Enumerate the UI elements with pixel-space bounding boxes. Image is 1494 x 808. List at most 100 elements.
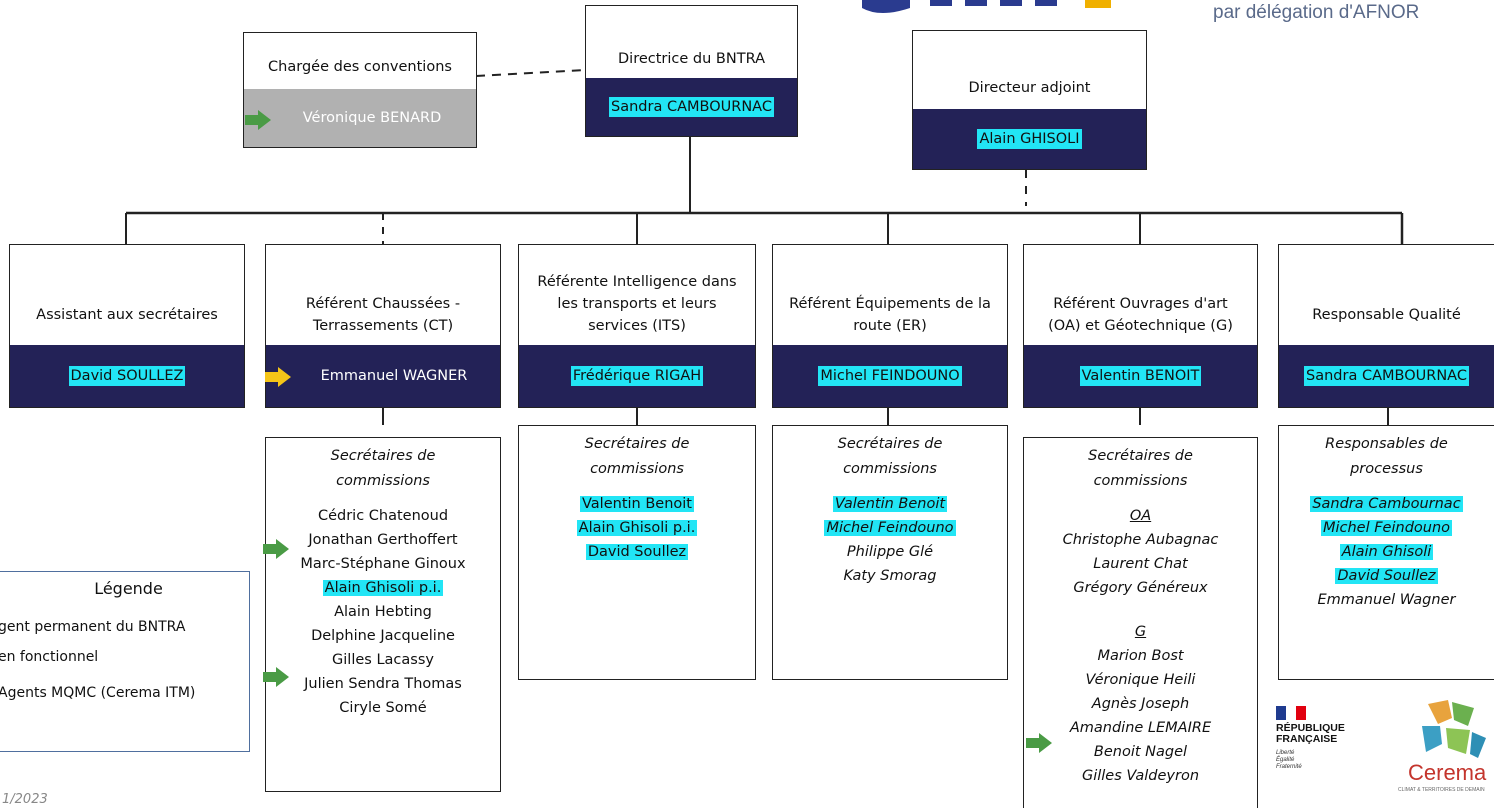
unit-name-bar: Frédérique RIGAH xyxy=(519,345,755,407)
deputy-name: Alain GHISOLI xyxy=(977,129,1082,149)
conventions-title: Chargée des conventions xyxy=(268,59,452,75)
list-item: Alain Ghisoli p.i. xyxy=(576,520,698,536)
unit-name-bar: Emmanuel WAGNER xyxy=(266,345,500,407)
list-item: Alain Ghisoli p.i. xyxy=(266,576,500,600)
unit-name: Valentin BENOIT xyxy=(1079,366,1202,386)
conventions-name-bar: Véronique BENARD xyxy=(244,89,476,147)
date-label: 1/2023 xyxy=(2,792,48,807)
unit-name-bar: David SOULLEZ xyxy=(10,345,244,407)
deputy-title: Directeur adjoint xyxy=(968,80,1091,96)
unit-box-assistant: Assistant aux secrétaires David SOULLEZ xyxy=(9,244,245,408)
unit-box-ct: Référent Chaussées - Terrassements (CT) … xyxy=(265,244,501,408)
list-item: Delphine Jacqueline xyxy=(311,628,455,644)
conventions-box: Chargée des conventions Véronique BENARD xyxy=(243,32,477,148)
list-item: Michel Feindouno xyxy=(1320,520,1453,536)
list-item: Christophe Aubagnac xyxy=(1062,532,1219,548)
list-item: David Soullez xyxy=(585,544,689,560)
list-item: Gilles Valdeyron xyxy=(1081,768,1200,784)
unit-name-bar: Valentin BENOIT xyxy=(1024,345,1257,407)
director-box: Directrice du BNTRA Sandra CAMBOURNAC xyxy=(585,5,798,137)
bntra-logo xyxy=(862,0,1111,13)
unit-name: Frédérique RIGAH xyxy=(570,366,704,386)
list-item: Valentin Benoit xyxy=(832,496,948,512)
unit-box-oa: Référent Ouvrages d'art (OA) et Géotechn… xyxy=(1023,244,1258,408)
afnor-delegation-text: par délégation d'AFNOR xyxy=(1213,2,1420,23)
list-item: Marion Bost xyxy=(1097,648,1184,664)
list-item: Cédric Chatenoud xyxy=(317,508,449,524)
cerema-emblem-icon xyxy=(1422,700,1486,758)
rf-motto: Liberté Égalité Fraternité xyxy=(1276,750,1302,770)
list-item: Marc-Stéphane Ginoux xyxy=(300,556,466,572)
unit-name: Sandra CAMBOURNAC xyxy=(1304,366,1469,386)
legend-item: en fonctionnel xyxy=(0,649,99,665)
list-item: Agnès Joseph xyxy=(1091,696,1190,712)
deputy-box: Directeur adjoint Alain GHISOLI xyxy=(912,30,1147,170)
cerema-tagline: CLIMAT & TERRITOIRES DE DEMAIN xyxy=(1398,787,1485,793)
unit-box-its: Référente Intelligence dans les transpor… xyxy=(518,244,756,408)
unit-name-bar: Michel FEINDOUNO xyxy=(773,345,1007,407)
deputy-name-bar: Alain GHISOLI xyxy=(913,109,1146,169)
unit-name-bar: Sandra CAMBOURNAC xyxy=(1279,345,1494,407)
flag-icon xyxy=(1276,706,1306,720)
list-item: Laurent Chat xyxy=(1093,556,1188,572)
unit-title-text: Référent Chaussées - Terrassements (CT) xyxy=(305,296,461,334)
list-item: Gilles Lacassy xyxy=(332,652,434,668)
unit-title: Référent Équipements de la route (ER) xyxy=(789,296,991,334)
list-item: Philippe Glé xyxy=(846,544,934,560)
yellow-arrow-icon xyxy=(265,367,291,387)
list-item: Ciryle Somé xyxy=(339,700,427,716)
list-item: Véronique Heili xyxy=(1085,672,1196,688)
green-arrow-icon xyxy=(263,667,289,687)
list-item: Alain Hebting xyxy=(334,604,432,620)
list-item: Julien Sendra Thomas xyxy=(304,676,462,692)
unit-name: David SOULLEZ xyxy=(68,366,186,386)
list-item: Benoit Nagel xyxy=(1093,744,1188,760)
list-item: Alain Ghisoli xyxy=(1339,544,1434,560)
list-item: Emmanuel Wagner xyxy=(1317,592,1456,608)
unit-title: Responsable Qualité xyxy=(1312,307,1461,323)
list-item: Sandra Cambournac xyxy=(1310,496,1463,512)
cerema-wordmark: Cerema xyxy=(1408,760,1487,785)
unit-title: Assistant aux secrétaires xyxy=(36,307,218,323)
unit-box-quality: Responsable Qualité Sandra CAMBOURNAC xyxy=(1278,244,1494,408)
legend-box: Légende gent permanent du BNTRA en fonct… xyxy=(0,571,250,752)
green-arrow-icon xyxy=(1026,733,1052,753)
director-name-bar: Sandra CAMBOURNAC xyxy=(586,78,797,136)
list-item: David Soullez xyxy=(1335,568,1438,584)
unit-title: Référente Intelligence dans les transpor… xyxy=(537,274,737,334)
director-name: Sandra CAMBOURNAC xyxy=(609,97,774,117)
list-item: Michel Feindouno xyxy=(824,520,956,536)
cerema-logo: Cerema CLIMAT & TERRITOIRES DE DEMAIN xyxy=(1396,698,1494,798)
list-item: Valentin Benoit xyxy=(580,496,694,512)
legend-item: Agents MQMC (Cerema ITM) xyxy=(0,685,196,701)
green-arrow-icon xyxy=(263,539,289,559)
unit-name: Emmanuel WAGNER xyxy=(320,368,468,384)
unit-title: Référent Ouvrages d'art (OA) et Géotechn… xyxy=(1048,296,1233,334)
oa-label: OA xyxy=(1129,508,1152,524)
green-arrow-icon xyxy=(245,110,271,130)
unit-title: Référent Chaussées - Terrassements (CT) xyxy=(266,265,500,365)
list-item: Jonathan Gerthoffert xyxy=(308,532,458,548)
list-item: Grégory Généreux xyxy=(1073,580,1208,596)
list-item: Amandine LEMAIRE xyxy=(1069,720,1212,736)
director-title: Directrice du BNTRA xyxy=(618,51,765,67)
g-label: G xyxy=(1134,624,1147,640)
rf-line1: RÉPUBLIQUE xyxy=(1276,722,1345,734)
rf-line2: FRANÇAISE xyxy=(1276,733,1338,745)
unit-box-er: Référent Équipements de la route (ER) Mi… xyxy=(772,244,1008,408)
conventions-name: Véronique BENARD xyxy=(302,110,442,126)
republique-francaise-logo: RÉPUBLIQUE FRANÇAISE Liberté Égalité Fra… xyxy=(1276,706,1366,796)
list-item: Katy Smorag xyxy=(843,568,937,584)
unit-name: Michel FEINDOUNO xyxy=(818,366,962,386)
